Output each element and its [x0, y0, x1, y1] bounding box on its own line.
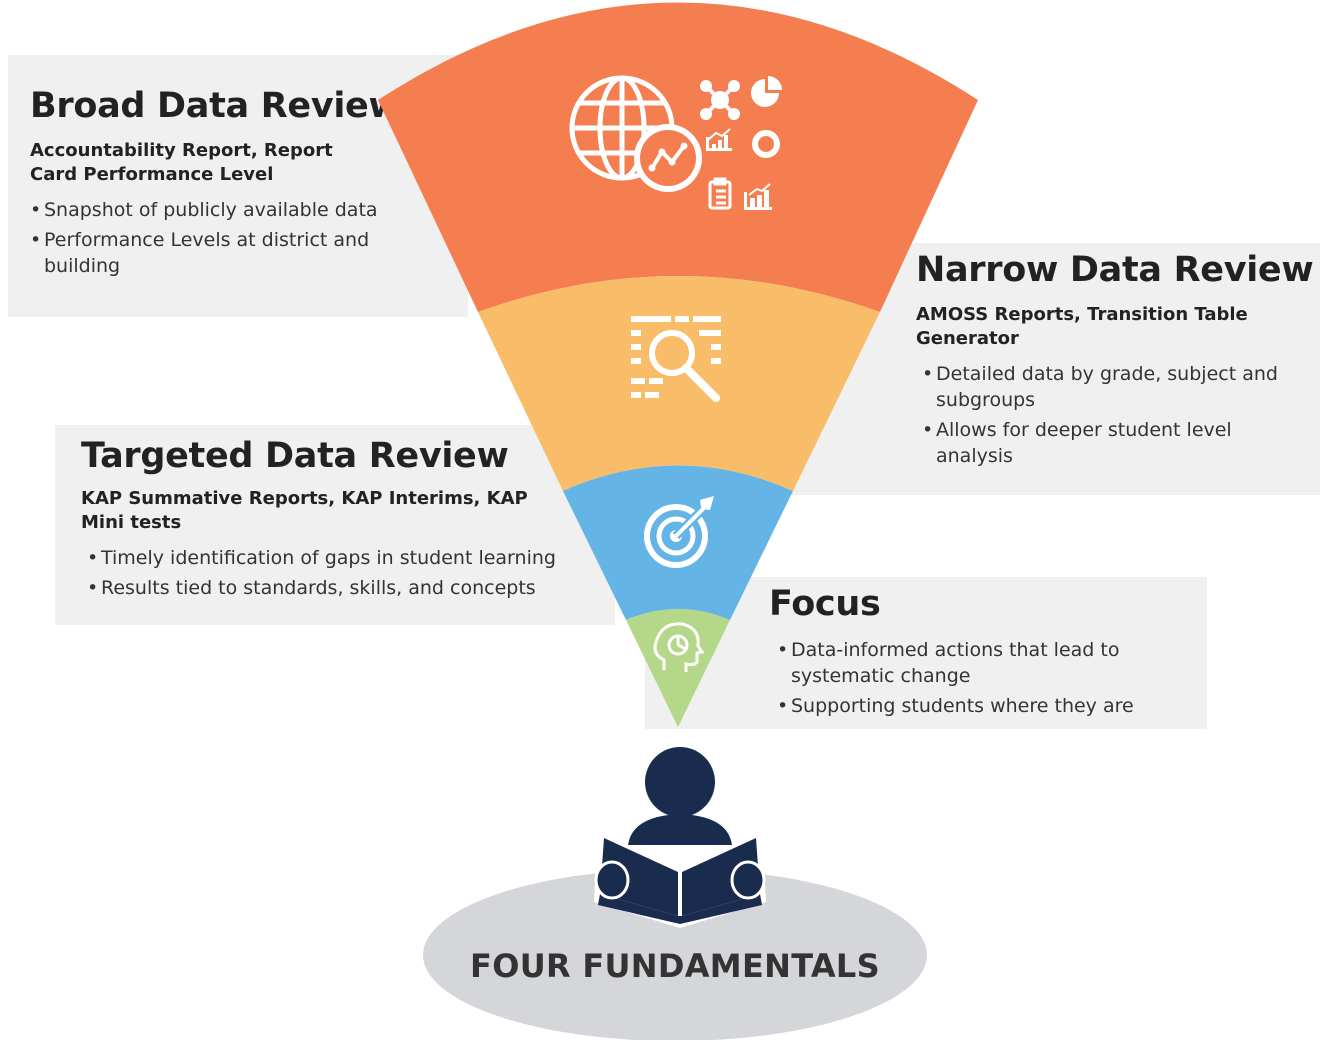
targeted-bullet-2: Results tied to standards, skills, and c… — [87, 575, 611, 601]
analytics-badge-icon — [634, 124, 702, 192]
target-icon — [644, 496, 714, 568]
focus-title: Focus — [769, 584, 881, 624]
narrow-bullet-1: Detailed data by grade, subject and subg… — [922, 361, 1308, 413]
targeted-title: Targeted Data Review — [81, 436, 509, 476]
focus-bullet-2: Supporting students where they are — [777, 693, 1201, 719]
funnel-band-focus — [626, 609, 730, 727]
bar-chart-icon — [706, 128, 732, 151]
network-icon — [700, 80, 740, 120]
targeted-data-review-panel: Targeted Data Review KAP Summative Repor… — [55, 425, 615, 625]
targeted-bullet-1: Timely identification of gaps in student… — [87, 545, 611, 571]
four-fundamentals-label: FOUR FUNDAMENTALS — [470, 947, 880, 985]
narrow-subtitle: AMOSS Reports, Transition Table Generato… — [916, 304, 1248, 349]
narrow-title: Narrow Data Review — [916, 250, 1314, 290]
funnel-band-targeted — [563, 465, 793, 620]
targeted-bullets: Timely identification of gaps in student… — [81, 545, 615, 601]
broad-bullets: Snapshot of publicly available data Perf… — [30, 197, 468, 279]
narrow-data-review-panel: Narrow Data Review AMOSS Reports, Transi… — [790, 243, 1320, 495]
focus-bullet-1: Data-informed actions that lead to syste… — [777, 637, 1201, 689]
narrow-bullet-2: Allows for deeper student level analysis — [922, 417, 1308, 469]
narrow-bullets: Detailed data by grade, subject and subg… — [916, 361, 1320, 469]
broad-subtitle: Accountability Report, Report Card Perfo… — [30, 140, 333, 185]
focus-panel: Focus Data-informed actions that lead to… — [645, 577, 1207, 729]
pie-chart-icon — [751, 76, 782, 107]
focus-bullets: Data-informed actions that lead to syste… — [769, 637, 1207, 719]
broad-bullet-2: Performance Levels at district and build… — [30, 227, 414, 279]
head-chart-icon — [653, 622, 705, 672]
growth-chart-icon — [744, 183, 772, 210]
reader-icon — [594, 747, 766, 928]
broad-bullet-1: Snapshot of publicly available data — [30, 197, 414, 223]
magnifier-data-icon — [631, 316, 721, 402]
targeted-subtitle: KAP Summative Reports, KAP Interims, KAP… — [81, 488, 528, 533]
funnel-band-narrow — [478, 276, 880, 491]
broad-title: Broad Data Review — [30, 86, 401, 126]
checklist-icon — [708, 177, 732, 210]
donut-chart-icon — [752, 130, 780, 158]
foundation-base — [423, 869, 927, 1040]
